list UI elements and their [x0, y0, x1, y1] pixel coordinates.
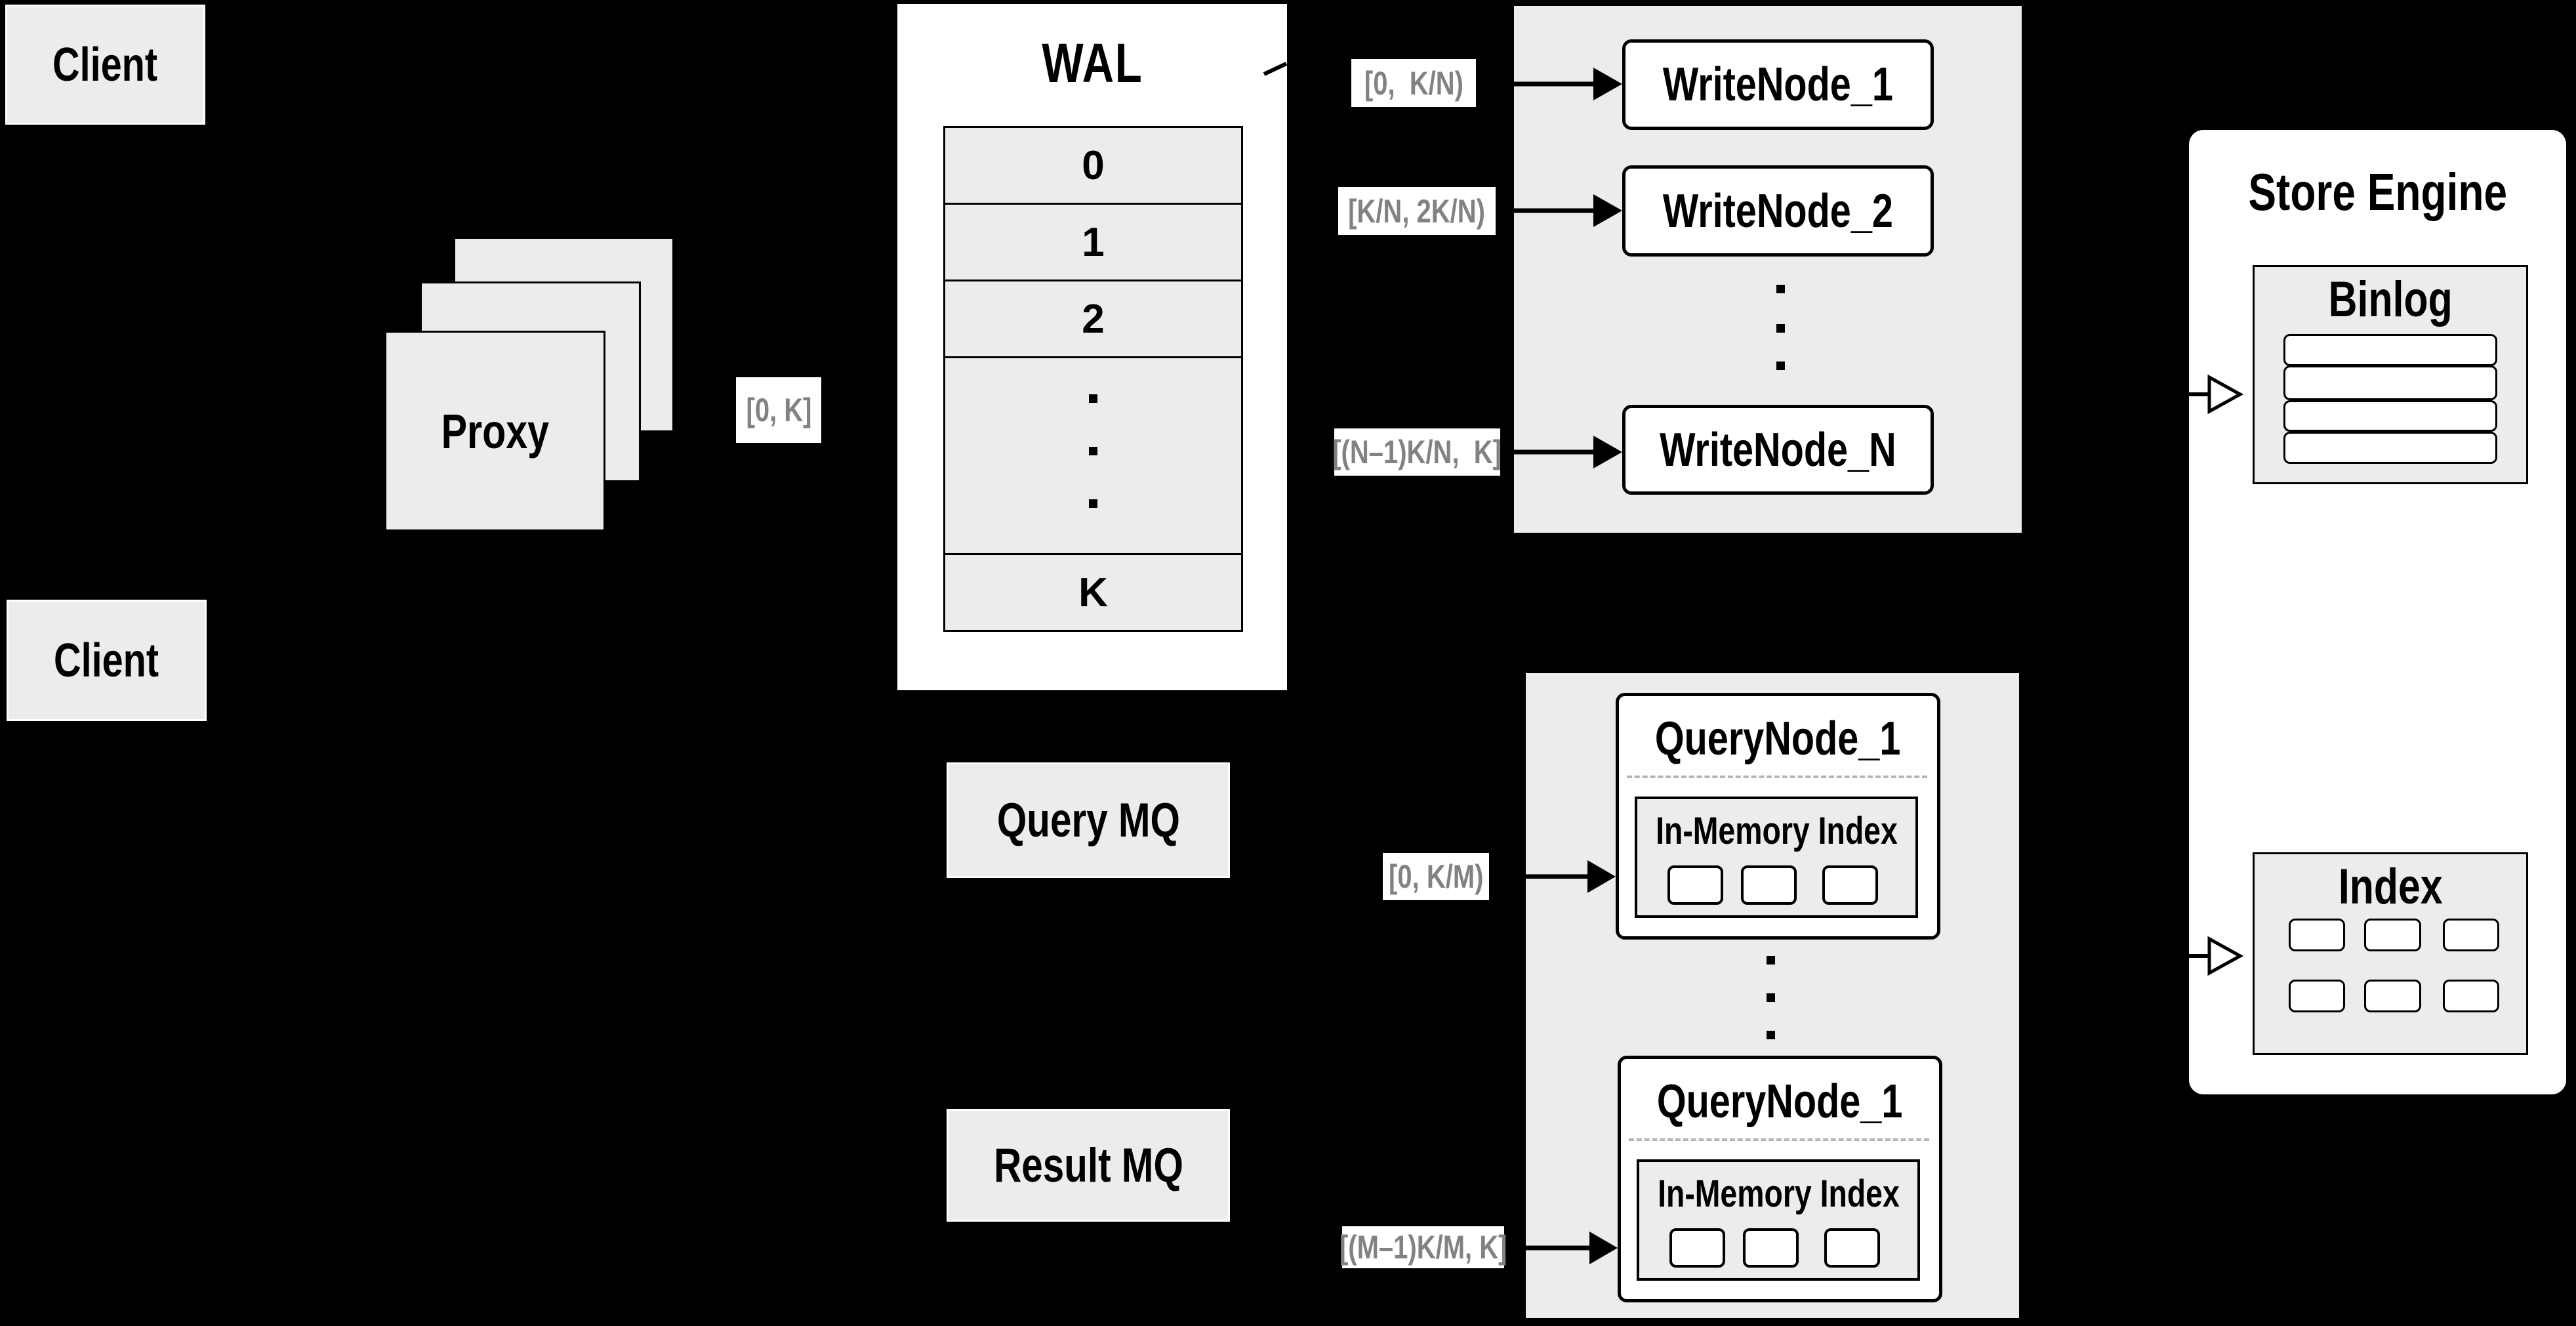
querynode-1-inmemory-title: In-Memory Index: [1637, 809, 1915, 852]
wal-row-k-text: K: [1078, 570, 1108, 615]
wal-table: 0 1 2 K: [943, 126, 1243, 632]
querynode-m-inmemory-box: In-Memory Index: [1637, 1159, 1920, 1281]
index-title-text: Index: [2338, 858, 2443, 915]
result-mq-label: Result MQ: [993, 1138, 1183, 1192]
wal-row-2: 2: [945, 280, 1241, 356]
binlog-segment: [2283, 400, 2497, 432]
query-mq-box: Query MQ: [947, 762, 1230, 878]
wal-title-text: WAL: [1041, 31, 1143, 94]
writenode-ellipsis-dot: [1776, 362, 1785, 370]
binlog-segment: [2283, 432, 2497, 464]
querynode-1-title-text: QueryNode_1: [1655, 713, 1901, 765]
range-label-proxy-out: [0, K]: [736, 377, 821, 443]
index-segment: [2289, 980, 2345, 1012]
wal-ellipsis-dot: [1089, 447, 1097, 455]
querynode-ellipsis-dot: [1767, 956, 1775, 964]
segment-box: [1743, 1228, 1799, 1268]
binlog-segment: [2283, 334, 2497, 366]
writenode-1-label: WriteNode_1: [1662, 58, 1894, 111]
range-label-proxy-out-text: [0, K]: [746, 392, 811, 428]
writenode-ellipsis-dot: [1776, 285, 1785, 293]
querynode-ellipsis-dot: [1767, 993, 1775, 1002]
range-label-writenode-n: [(N–1)K/N, K]: [1332, 428, 1502, 476]
querynode-m-divider: [1629, 1138, 1929, 1141]
writenode-ellipsis-dot: [1776, 324, 1785, 333]
index-segment: [2364, 980, 2421, 1012]
writenode-n-label: WriteNode_N: [1660, 423, 1896, 476]
writenode-n-box: WriteNode_N: [1622, 405, 1934, 495]
query-mq-label: Query MQ: [996, 793, 1180, 847]
querynode-m-title-text: QueryNode_1: [1657, 1075, 1903, 1128]
querynode-1-inmemory-box: In-Memory Index: [1635, 797, 1918, 918]
segment-box: [1822, 865, 1878, 905]
range-label-querynode-m: [(M–1)K/M, K]: [1339, 1226, 1507, 1268]
range-label-writenode-1: [0, K/N): [1351, 59, 1476, 107]
segment-box: [1669, 1228, 1725, 1268]
wal-row-ellipsis: [945, 356, 1241, 553]
wal-title: WAL: [897, 31, 1287, 94]
range-label-writenode-1-text: [0, K/N): [1364, 64, 1463, 102]
store-engine-title-text: Store Engine: [2248, 163, 2507, 221]
index-segment: [2289, 919, 2345, 951]
querynode-ellipsis-dot: [1767, 1031, 1775, 1039]
client-box-top: Client: [5, 5, 205, 125]
range-label-writenode-2-text: [K/N, 2K/N): [1348, 192, 1486, 230]
wal-row-1-text: 1: [1082, 219, 1105, 265]
client-box-bottom-label: Client: [54, 634, 159, 687]
wal-row-k: K: [945, 553, 1241, 630]
range-label-querynode-1-text: [0, K/M): [1388, 858, 1484, 895]
writenode-container: WriteNode_1 WriteNode_2 WriteNode_N: [1512, 4, 2024, 535]
querynode-m-inmemory-title-text: In-Memory Index: [1657, 1172, 1900, 1215]
index-segment: [2443, 919, 2499, 951]
range-label-querynode-1: [0, K/M): [1383, 853, 1489, 900]
querynode-1-box: QueryNode_1 In-Memory Index: [1616, 693, 1940, 940]
querynode-1-title: QueryNode_1: [1619, 713, 1937, 765]
writenode-2-box: WriteNode_2: [1622, 165, 1934, 257]
proxy-box-front: Proxy: [384, 331, 605, 531]
segment-box: [1824, 1228, 1880, 1268]
proxy-label: Proxy: [441, 404, 549, 459]
wal-row-2-text: 2: [1082, 296, 1105, 342]
range-label-writenode-n-text: [(N–1)K/N, K]: [1332, 434, 1502, 470]
wal-row-1: 1: [945, 203, 1241, 280]
querynode-m-inmemory-title: In-Memory Index: [1639, 1172, 1917, 1215]
store-engine-title: Store Engine: [2189, 163, 2566, 222]
client-box-bottom: Client: [7, 600, 207, 721]
querynode-m-box: QueryNode_1 In-Memory Index: [1618, 1056, 1942, 1302]
binlog-title: Binlog: [2255, 272, 2526, 327]
wal-box: WAL 0 1 2 K: [897, 4, 1287, 690]
wal-ellipsis-dot: [1089, 499, 1097, 508]
wal-row-0-text: 0: [1082, 142, 1105, 188]
index-title: Index: [2255, 859, 2526, 915]
store-engine-box: Store Engine Binlog Index: [2189, 130, 2566, 1094]
querynode-container: QueryNode_1 In-Memory Index QueryNode_1: [1524, 671, 2021, 1320]
writenode-1-box: WriteNode_1: [1622, 39, 1934, 130]
segment-box: [1667, 865, 1723, 905]
client-box-top-label: Client: [52, 38, 158, 91]
result-mq-box: Result MQ: [947, 1109, 1230, 1222]
index-segment: [2364, 919, 2421, 951]
index-box: Index: [2253, 852, 2528, 1055]
writenode-2-label: WriteNode_2: [1662, 184, 1894, 238]
querynode-1-divider: [1627, 776, 1927, 778]
binlog-box: Binlog: [2253, 265, 2528, 484]
range-label-writenode-2: [K/N, 2K/N): [1338, 187, 1496, 235]
range-label-querynode-m-text: [(M–1)K/M, K]: [1339, 1229, 1507, 1266]
wal-row-0: 0: [945, 128, 1241, 203]
index-segment: [2443, 980, 2499, 1012]
binlog-segment: [2283, 365, 2497, 400]
querynode-m-title: QueryNode_1: [1621, 1075, 1939, 1128]
segment-box: [1741, 865, 1797, 905]
wal-ellipsis-dot: [1089, 394, 1097, 403]
binlog-title-text: Binlog: [2328, 271, 2453, 327]
querynode-1-inmemory-title-text: In-Memory Index: [1655, 809, 1898, 852]
